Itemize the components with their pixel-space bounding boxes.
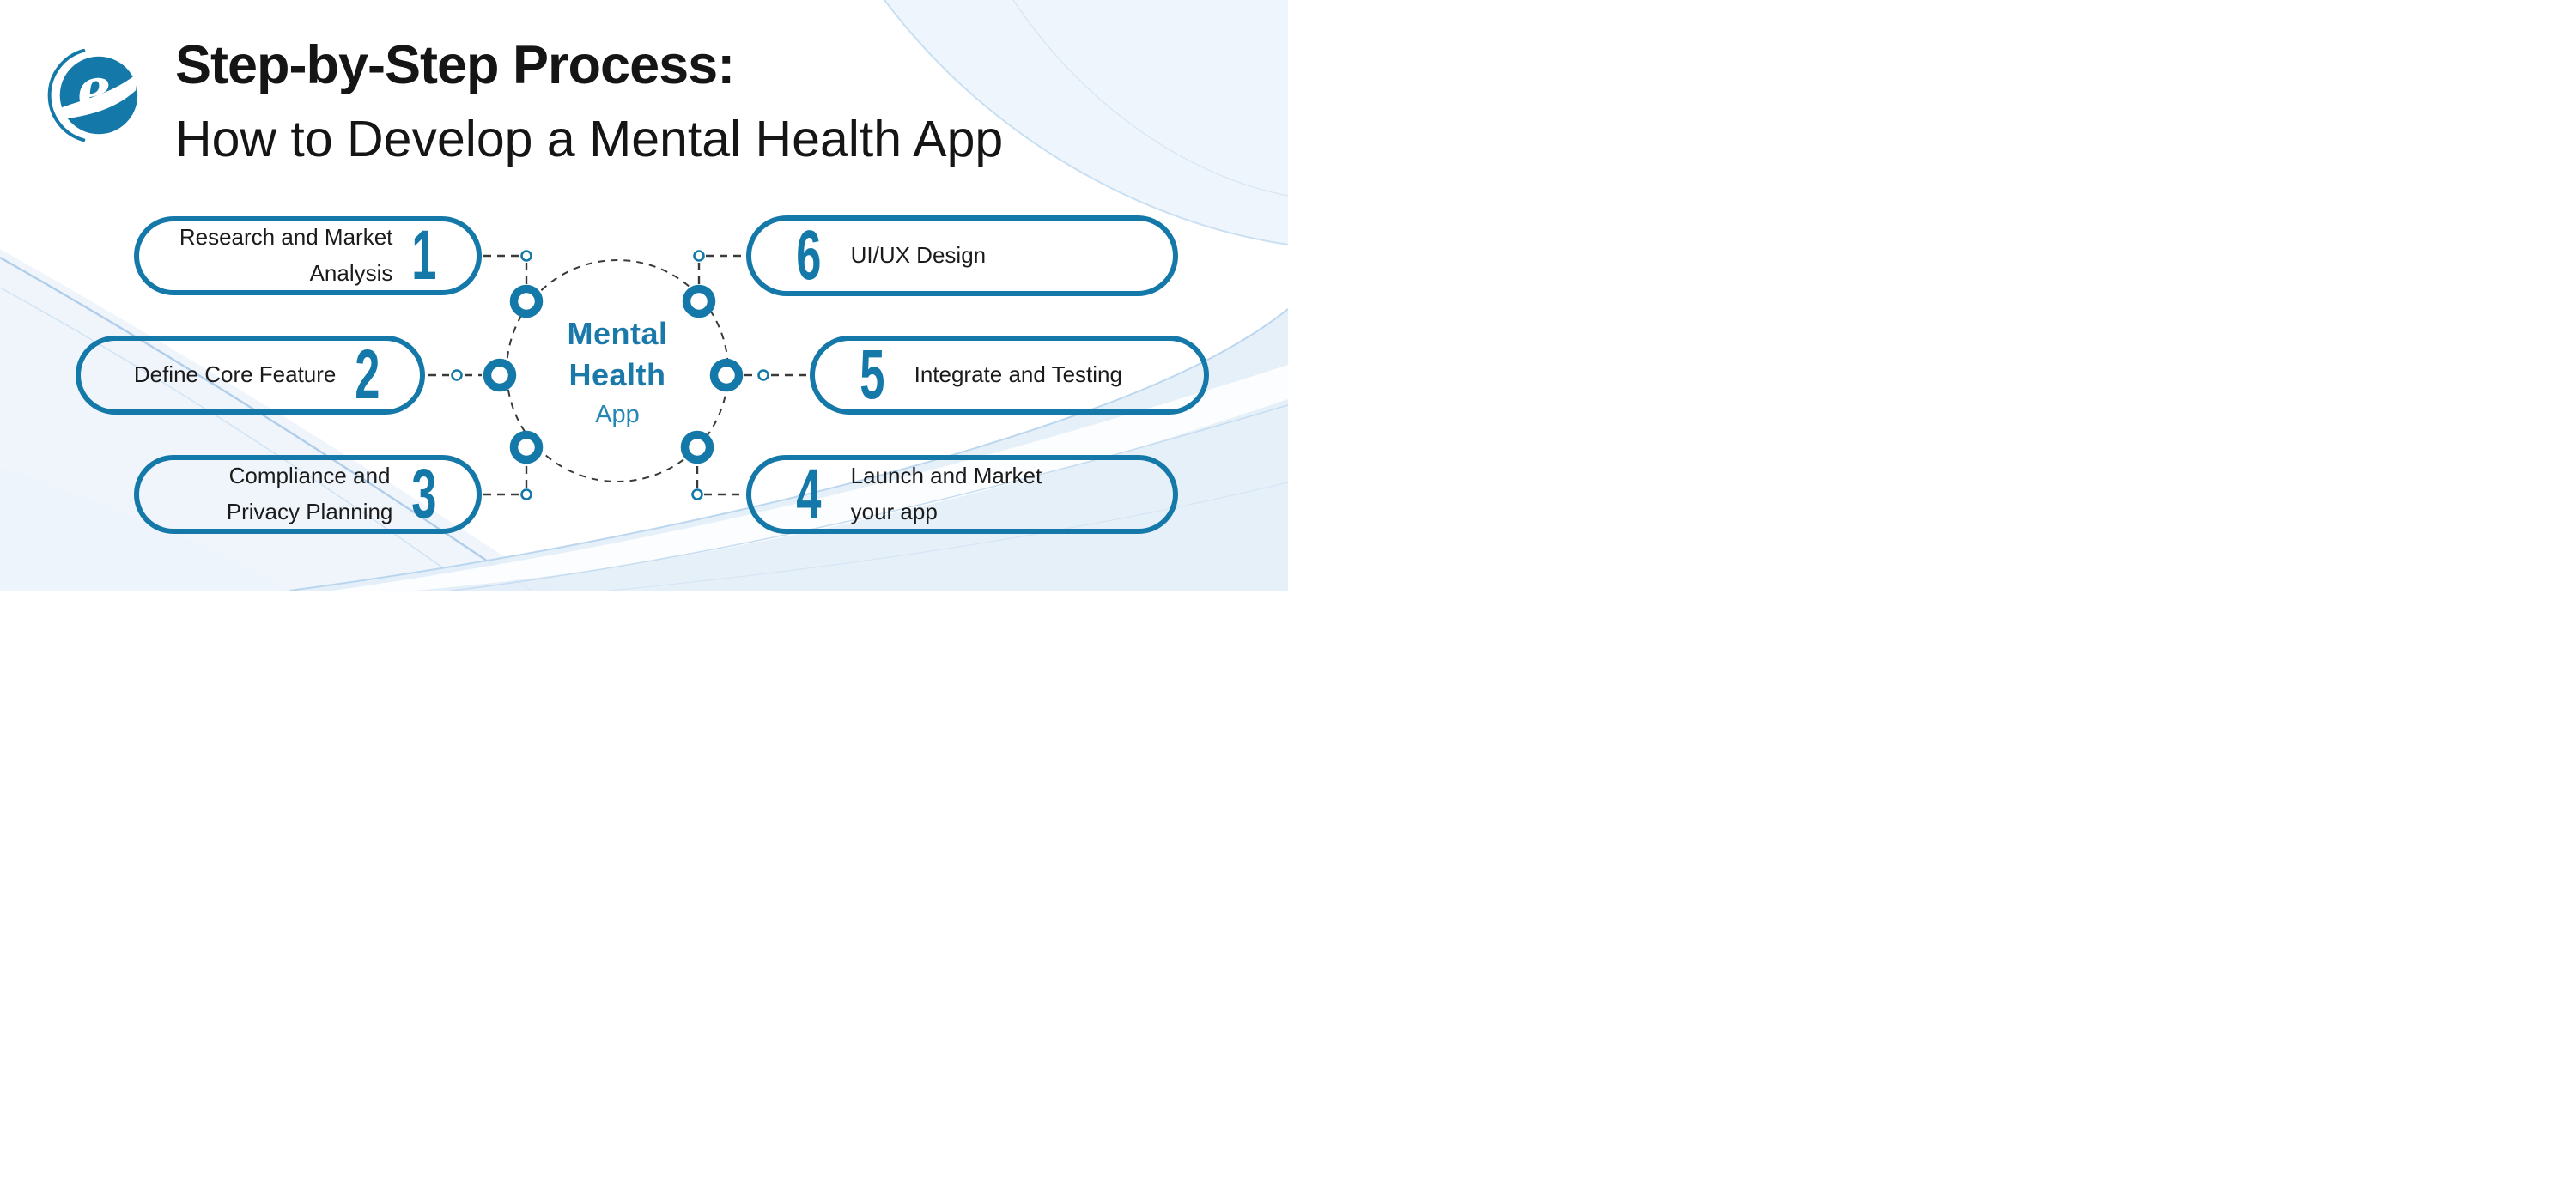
step-6-connector xyxy=(697,254,744,284)
bg-bottom-line xyxy=(283,308,1288,591)
step-3-connector xyxy=(483,464,528,496)
step-2-node xyxy=(483,358,517,392)
step-4-label-line1: Launch and Market xyxy=(850,463,1042,489)
step-2-label-line1: Define Core Feature xyxy=(133,361,337,388)
process-diagram xyxy=(428,250,807,500)
bg-topright-line xyxy=(884,0,1288,245)
step-3-label-line2: Privacy Planning xyxy=(226,499,393,524)
step-4-connector xyxy=(696,464,744,496)
center-label-line1: Mental xyxy=(567,316,668,351)
bg-topright-band xyxy=(884,0,1288,245)
step-6-label-line1: UI/UX Design xyxy=(850,242,987,269)
step-5-number: 5 xyxy=(860,336,885,415)
bg-left-streak2 xyxy=(0,287,477,591)
step-1-number: 1 xyxy=(411,216,437,295)
bg-bottom-band xyxy=(283,309,1288,591)
step-3-node xyxy=(509,430,544,464)
step-1-label-line1: Research and Market xyxy=(179,224,393,251)
step-5-junction-circle xyxy=(757,369,769,381)
bg-bottomleft-corner xyxy=(0,468,292,591)
bg-bottom-line2 xyxy=(446,404,1288,591)
step-6-label: UI/UX Design xyxy=(851,238,987,274)
step-1-connector xyxy=(483,254,528,284)
step-1-label-line2: Analysis xyxy=(309,260,393,286)
step-5-node xyxy=(709,358,744,392)
company-logo: e xyxy=(47,48,138,142)
center-label-line2: Health xyxy=(568,357,666,392)
step-3-pill: Compliance and Privacy Planning 3 xyxy=(134,455,482,534)
step-3-label-line1: Compliance and xyxy=(228,463,391,489)
step-6-pill: 6 UI/UX Design xyxy=(746,215,1178,296)
step-3-number: 3 xyxy=(411,455,437,534)
step-6-junction-circle xyxy=(693,250,705,262)
step-5-label: Integrate and Testing xyxy=(914,357,1122,393)
title-line-2: How to Develop a Mental Health App xyxy=(175,111,1004,168)
step-4-node xyxy=(680,430,714,464)
step-1-label: Research and Market Analysis xyxy=(179,220,393,291)
bg-left-streak xyxy=(0,256,533,591)
step-1-node xyxy=(509,284,544,318)
step-4-junction-circle xyxy=(691,488,703,500)
step-1-pill: Research and Market Analysis 1 xyxy=(134,216,482,295)
logo-letter: e xyxy=(74,55,115,122)
step-4-label-line2: your app xyxy=(850,499,938,524)
step-6-number: 6 xyxy=(796,216,822,295)
step-4-label: Launch and Market your app xyxy=(851,458,1042,530)
step-5-label-line1: Integrate and Testing xyxy=(914,361,1122,388)
infographic-canvas: e Step-by-Step Process: How to Develop a… xyxy=(0,0,1288,591)
logo-swoosh xyxy=(58,73,138,119)
title-line-1: Step-by-Step Process: xyxy=(175,35,735,95)
step-4-pill: 4 Launch and Market your app xyxy=(746,455,1178,534)
bg-topright-line2 xyxy=(1012,0,1288,197)
step-4-number: 4 xyxy=(796,455,822,534)
step-2-number: 2 xyxy=(355,336,380,415)
step-3-label: Compliance and Privacy Planning xyxy=(227,458,393,530)
center-label: Mental Health App xyxy=(506,313,729,432)
step-2-label: Define Core Feature xyxy=(134,357,337,393)
step-6-node xyxy=(682,284,716,318)
center-label-line3: App xyxy=(595,401,640,428)
header: Step-by-Step Process: How to Develop a M… xyxy=(175,34,1003,169)
step-2-junction-circle xyxy=(451,369,463,381)
step-2-pill: Define Core Feature 2 xyxy=(76,336,425,415)
step-1-junction-circle xyxy=(520,250,532,262)
logo-outer-arc xyxy=(47,48,86,142)
step-5-pill: 5 Integrate and Testing xyxy=(810,336,1209,415)
step-3-junction-circle xyxy=(520,488,532,500)
bg-bottom-line3 xyxy=(600,482,1288,591)
